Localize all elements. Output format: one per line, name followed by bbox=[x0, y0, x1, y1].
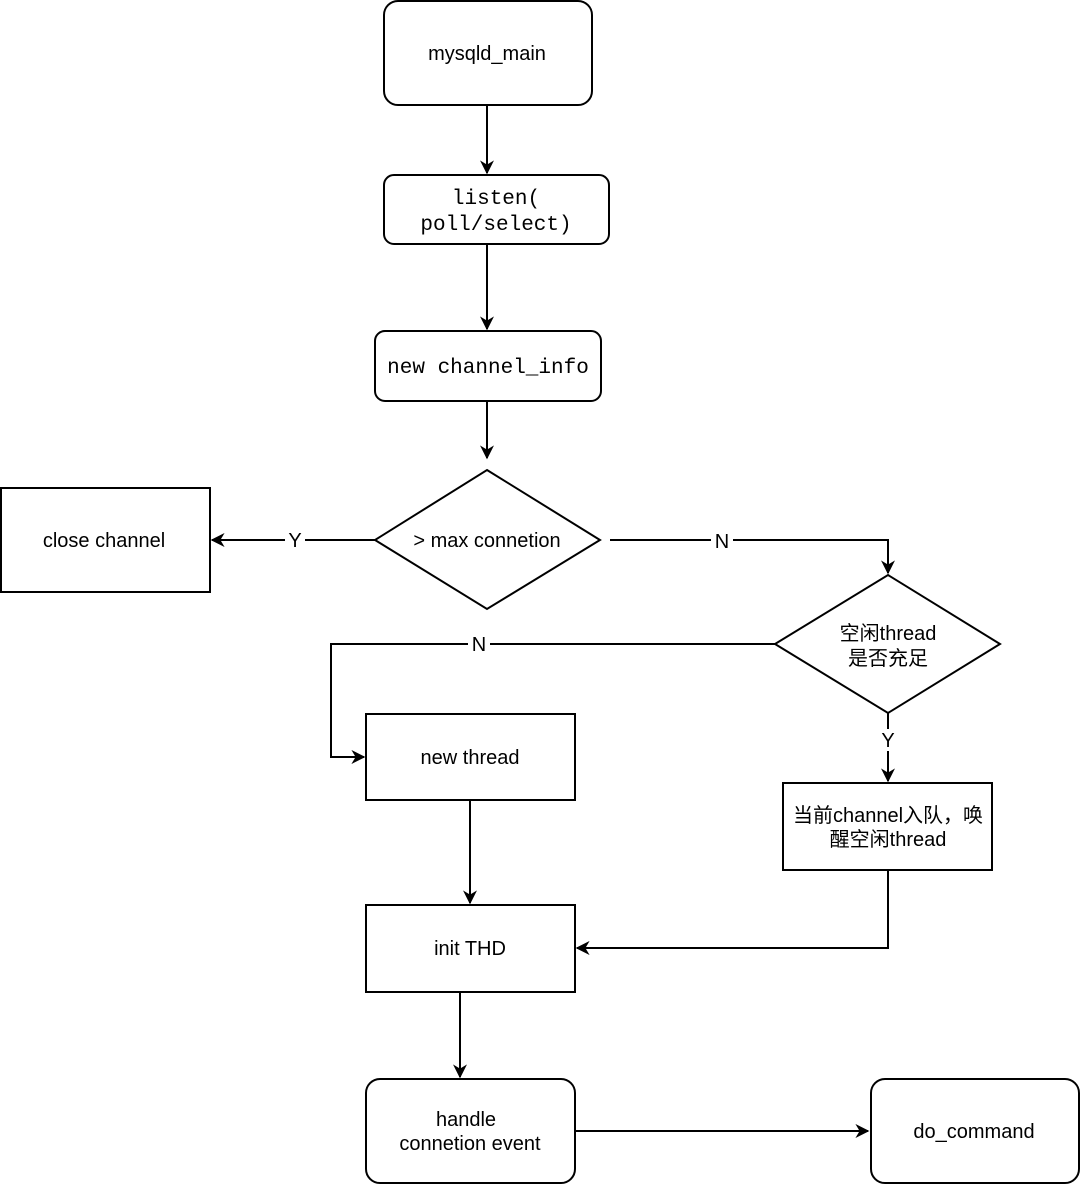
node-new-channel-info: new channel_info bbox=[374, 330, 602, 402]
edge-label-max-no: N bbox=[715, 531, 729, 553]
node-init-thd-label: init THD bbox=[434, 938, 506, 960]
edge-label-max-yes: Y bbox=[288, 530, 301, 552]
node-listen: listen( poll/select) bbox=[383, 174, 610, 245]
edge-label-idle-no: N bbox=[472, 634, 486, 656]
node-init-thd: init THD bbox=[365, 904, 576, 993]
node-idle-thread-line-1: 空闲thread bbox=[840, 622, 937, 645]
node-handle-event-line-1: handle bbox=[436, 1109, 496, 1131]
node-enqueue-wake-line-2: 醒空闲thread bbox=[830, 828, 947, 851]
node-close-channel-label: close channel bbox=[43, 530, 165, 552]
edge-label-idle-yes: Y bbox=[881, 730, 894, 752]
node-enqueue-wake: 当前channel入队，唤 醒空闲thread bbox=[782, 782, 993, 871]
node-handle-event: handle connetion event bbox=[365, 1078, 576, 1184]
edge-idle-no-to-new-thread bbox=[330, 643, 775, 764]
node-listen-line-1: listen( bbox=[452, 188, 540, 211]
node-do-command: do_command bbox=[870, 1078, 1080, 1184]
edge-labels: Y N N Y bbox=[285, 529, 899, 752]
node-mysqld-main-label: mysqld_main bbox=[428, 43, 546, 65]
edge-enqueue-to-init-thd bbox=[575, 870, 889, 955]
node-mysqld-main: mysqld_main bbox=[383, 0, 593, 106]
node-idle-thread-decision: 空闲thread 是否充足 bbox=[773, 573, 1002, 715]
node-handle-event-line-2: connetion event bbox=[399, 1133, 541, 1155]
node-idle-thread-line-2: 是否充足 bbox=[848, 647, 928, 670]
edges bbox=[210, 105, 895, 1138]
node-max-connection-decision: > max connetion bbox=[373, 468, 602, 611]
node-new-channel-info-label: new channel_info bbox=[387, 357, 589, 380]
node-listen-line-2: poll/select) bbox=[420, 214, 571, 237]
node-close-channel: close channel bbox=[0, 487, 211, 593]
node-new-thread-label: new thread bbox=[421, 747, 520, 769]
node-do-command-label: do_command bbox=[913, 1121, 1034, 1143]
node-enqueue-wake-line-1: 当前channel入队，唤 bbox=[793, 804, 983, 827]
node-new-thread: new thread bbox=[365, 713, 576, 801]
edge-decision-no-to-idle-check bbox=[610, 539, 895, 575]
node-max-connection-label: > max connetion bbox=[413, 530, 560, 552]
